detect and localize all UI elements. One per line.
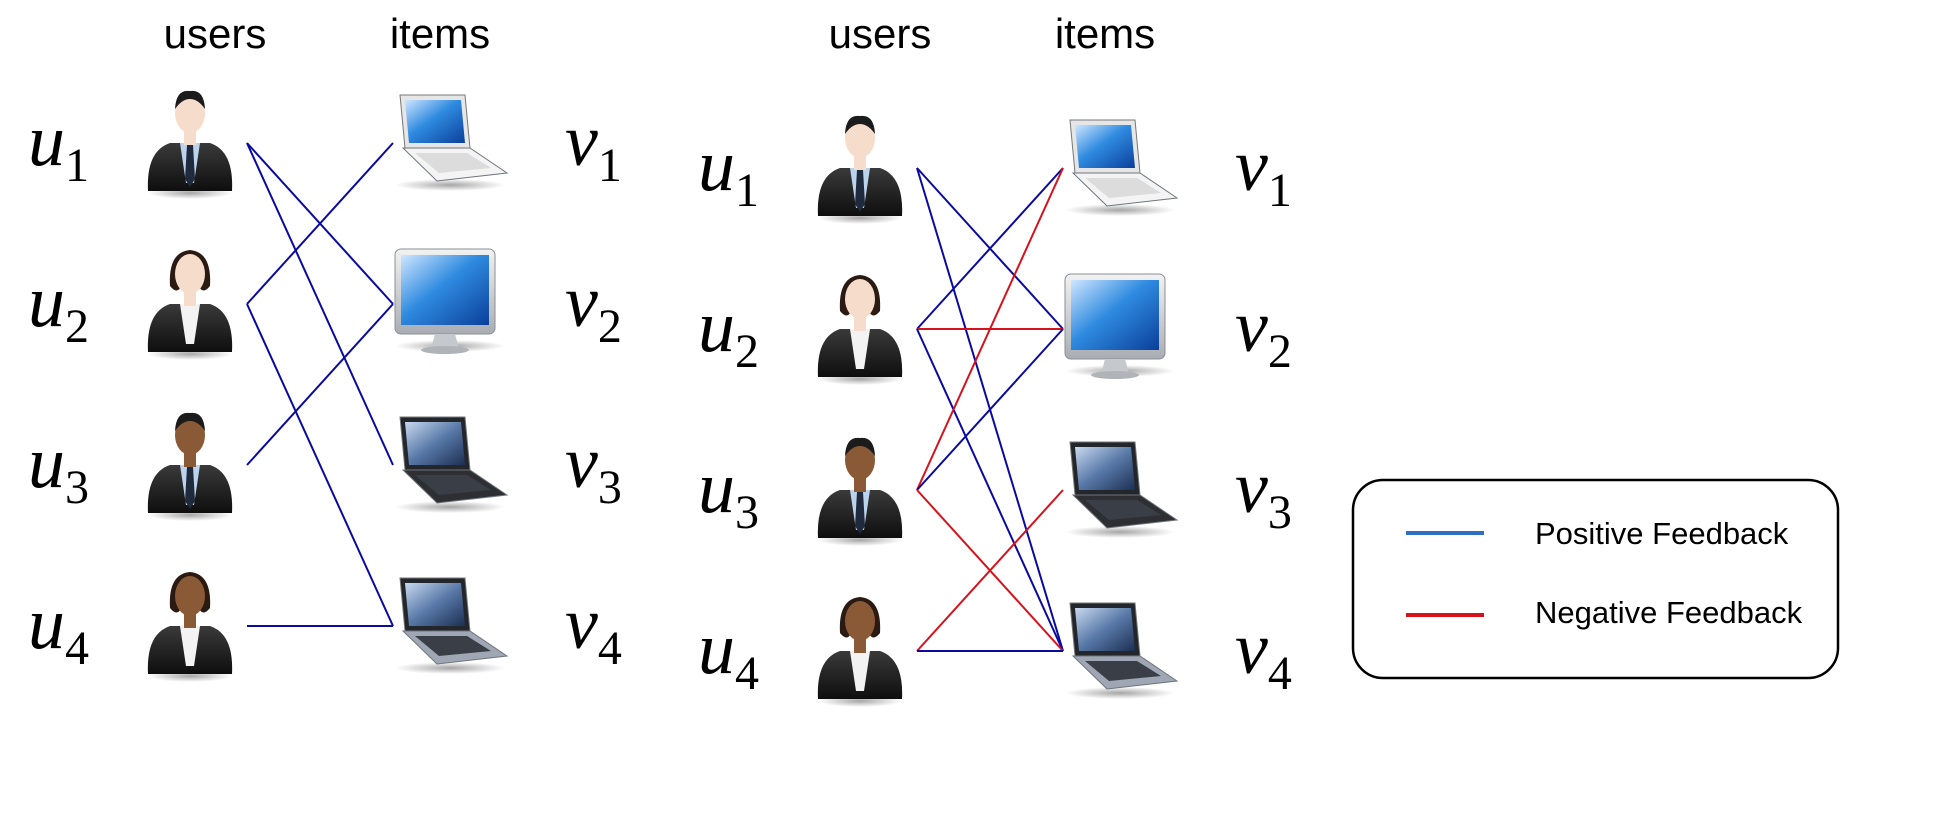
user-label-u4-subscript: 4 — [735, 647, 759, 700]
user-label-u1: u1 — [28, 100, 89, 192]
item-label-v1: v1 — [565, 100, 622, 192]
woman-dark-skin-icon — [147, 572, 233, 682]
user-label-u2: u2 — [28, 261, 89, 353]
item-label-v4-subscript: 4 — [1268, 647, 1292, 700]
item-label-v2-subscript: 2 — [598, 300, 622, 353]
user-label-u1-subscript: 1 — [735, 164, 759, 217]
user-label-u3-subscript: 3 — [735, 486, 759, 539]
items-header: items — [1055, 10, 1155, 57]
user-label-u4-base: u — [698, 608, 735, 690]
man-light-skin-icon — [147, 90, 233, 199]
legend-box — [1351, 478, 1840, 680]
user-label-u1-base: u — [28, 100, 65, 182]
item-label-v3: v3 — [565, 422, 622, 514]
user-label-u3: u3 — [698, 447, 759, 539]
woman-light-skin-icon — [817, 275, 903, 385]
man-light-skin-icon — [817, 115, 903, 224]
white-laptop-icon — [1065, 119, 1179, 216]
user-label-u3-base: u — [698, 447, 735, 529]
desktop-monitor-icon — [394, 248, 505, 354]
man-dark-skin-icon — [817, 437, 903, 546]
edge-group — [246, 142, 394, 627]
item-label-v3-subscript: 3 — [1268, 486, 1292, 539]
edge-u2-v1-positive — [246, 142, 394, 305]
item-label-v3-base: v — [1235, 447, 1268, 529]
item-label-v1-base: v — [565, 100, 598, 182]
user-label-u3: u3 — [28, 422, 89, 514]
users-header: users — [164, 10, 267, 57]
item-label-v1-subscript: 1 — [598, 139, 622, 192]
user-label-u3-base: u — [28, 422, 65, 504]
item-label-v3-base: v — [565, 422, 598, 504]
edge-u2-v4-positive — [916, 328, 1064, 652]
white-laptop-icon — [395, 94, 509, 191]
user-label-u2-base: u — [28, 261, 65, 343]
item-label-v4: v4 — [565, 583, 622, 675]
user-label-u4: u4 — [28, 583, 89, 675]
edge-u1-v3-positive — [246, 142, 394, 466]
users-header: users — [829, 10, 932, 57]
man-dark-skin-icon — [147, 412, 233, 521]
woman-dark-skin-icon — [817, 597, 903, 707]
edge-u3-v2-positive — [246, 303, 394, 466]
user-label-u4-subscript: 4 — [65, 622, 89, 675]
item-label-v3: v3 — [1235, 447, 1292, 539]
item-label-v1: v1 — [1235, 125, 1292, 217]
desktop-monitor-icon — [1064, 273, 1175, 379]
user-label-u4: u4 — [698, 608, 759, 700]
user-label-u1-subscript: 1 — [65, 139, 89, 192]
item-label-v2: v2 — [1235, 286, 1292, 378]
user-label-u2-subscript: 2 — [735, 325, 759, 378]
user-label-u2: u2 — [698, 286, 759, 378]
user-label-u4-base: u — [28, 583, 65, 665]
user-label-u2-base: u — [698, 286, 735, 368]
legend-label-negative: Negative Feedback — [1535, 595, 1803, 630]
silver-laptop-icon — [1065, 602, 1179, 699]
item-label-v3-subscript: 3 — [598, 461, 622, 514]
items-header: items — [390, 10, 490, 57]
item-label-v4: v4 — [1235, 608, 1292, 700]
item-label-v2: v2 — [565, 261, 622, 353]
user-label-u1: u1 — [698, 125, 759, 217]
user-label-u1-base: u — [698, 125, 735, 207]
item-label-v2-base: v — [565, 261, 598, 343]
edge-u2-v1-positive — [916, 167, 1064, 330]
edge-u2-v4-positive — [246, 303, 394, 627]
user-label-u2-subscript: 2 — [65, 300, 89, 353]
edge-u3-v2-positive — [916, 328, 1064, 491]
item-label-v2-subscript: 2 — [1268, 325, 1292, 378]
item-label-v1-subscript: 1 — [1268, 164, 1292, 217]
legend: Positive Feedback Negative Feedback — [1351, 478, 1840, 680]
item-label-v4-base: v — [1235, 608, 1268, 690]
item-label-v2-base: v — [1235, 286, 1268, 368]
edge-group — [916, 167, 1064, 652]
convertible-laptop-icon — [395, 416, 509, 513]
legend-label-positive: Positive Feedback — [1535, 516, 1789, 551]
user-label-u3-subscript: 3 — [65, 461, 89, 514]
edge-u4-v3-negative — [916, 489, 1064, 652]
item-label-v4-subscript: 4 — [598, 622, 622, 675]
edge-u3-v1-negative — [916, 167, 1064, 491]
woman-light-skin-icon — [147, 250, 233, 360]
item-label-v1-base: v — [1235, 125, 1268, 207]
convertible-laptop-icon — [1065, 441, 1179, 538]
silver-laptop-icon — [395, 577, 509, 674]
item-label-v4-base: v — [565, 583, 598, 665]
